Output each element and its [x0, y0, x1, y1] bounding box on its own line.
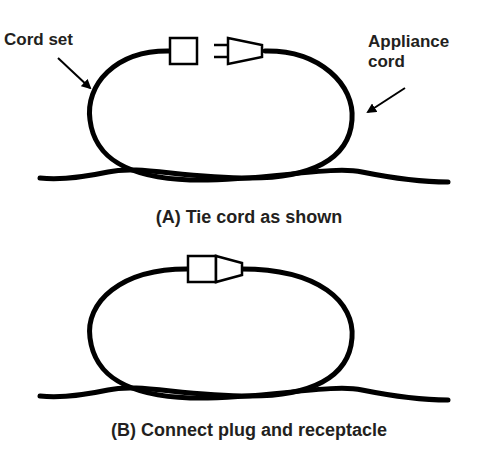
part-label: Cord set [4, 30, 94, 50]
receptacle [170, 38, 197, 64]
connected-cords-b [40, 256, 448, 400]
leader-line [368, 88, 405, 112]
plug [214, 38, 262, 64]
step-caption: (B) Connect plug and receptacle [9, 420, 489, 442]
leader-line [58, 58, 90, 88]
part-label: Appliance cord [368, 32, 468, 73]
step-caption: (A) Tie cord as shown [19, 207, 479, 229]
